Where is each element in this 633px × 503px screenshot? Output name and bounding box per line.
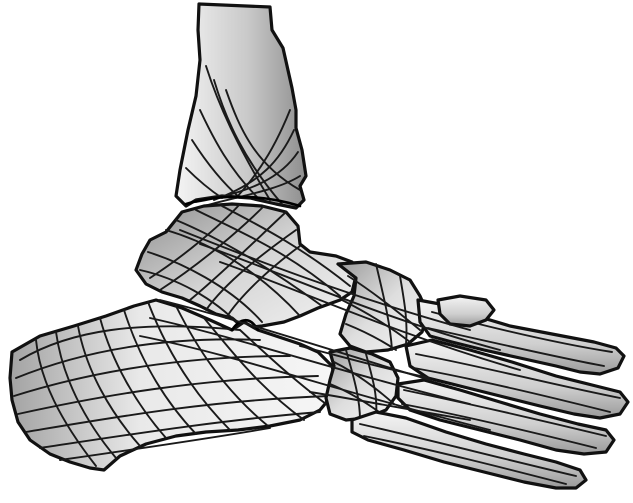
tibia-bone: [176, 4, 306, 208]
navicular-bone: [338, 262, 428, 352]
calcaneus-bone: [10, 300, 336, 470]
